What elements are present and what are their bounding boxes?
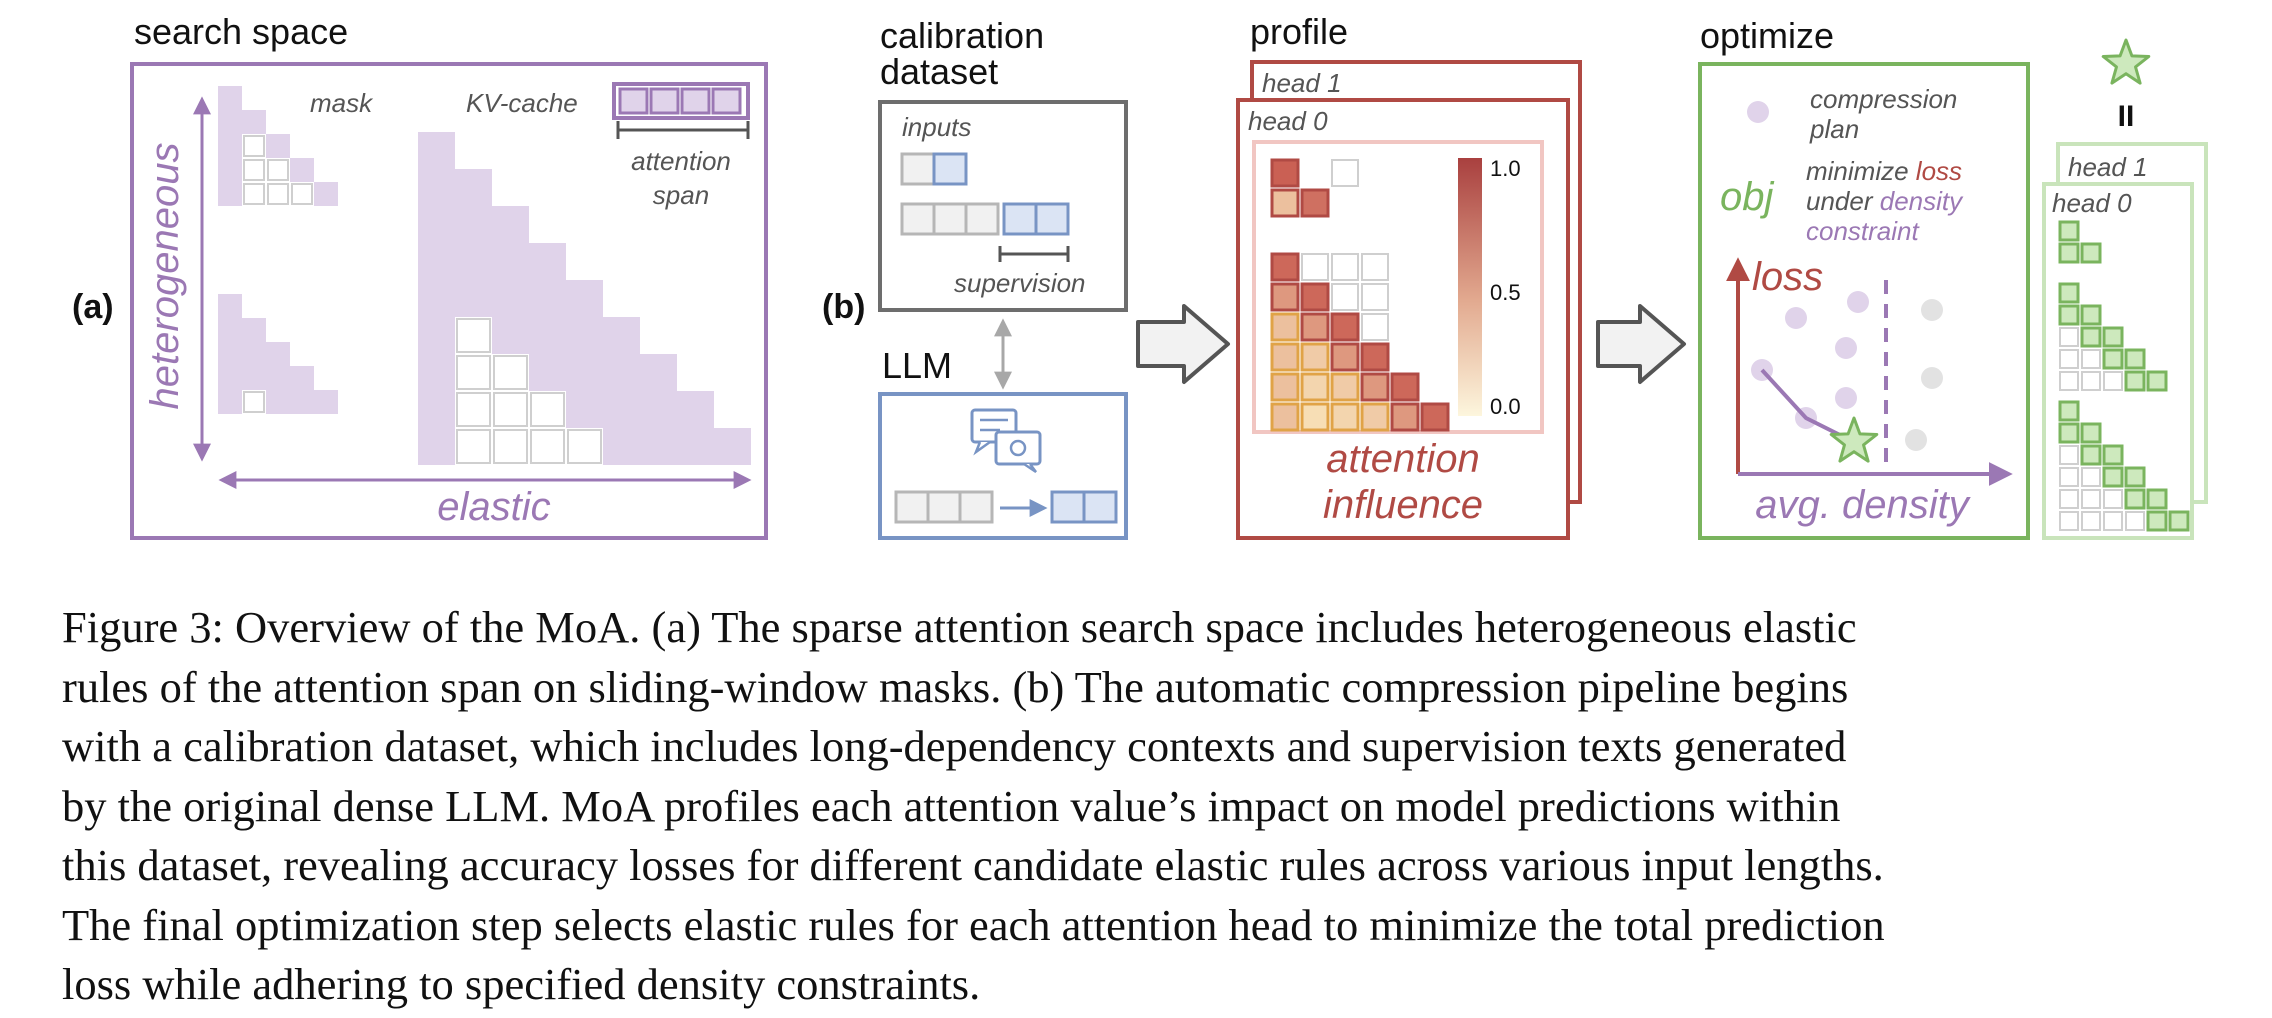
- attention-span-label-1: attention: [631, 146, 731, 176]
- colorbar-tick-mid: 0.5: [1490, 280, 1521, 305]
- profile-head1-label: head 1: [1262, 68, 1342, 98]
- profile-small-heatmap: [1270, 158, 1359, 218]
- attention-influence-label-2: influence: [1323, 483, 1483, 527]
- search-space-frame: [130, 62, 768, 540]
- plan-point: [1847, 291, 1869, 313]
- calibration-title-2: dataset: [880, 51, 998, 92]
- moa-overview-figure: (a) search space mask KV-cache attention…: [72, 11, 2208, 540]
- colorbar-tick-top: 1.0: [1490, 156, 1521, 181]
- result-mask-small: [2058, 220, 2102, 264]
- elastic-label: elastic: [437, 485, 550, 529]
- optimal-star-icon: [1829, 416, 1879, 463]
- mask-label: mask: [310, 88, 374, 118]
- heterogeneous-label: heterogeneous: [143, 143, 187, 410]
- caption-line: The final optimization step selects elas…: [62, 899, 1885, 950]
- profile-title: profile: [1250, 11, 1348, 52]
- panel-b-tag: (b): [822, 288, 865, 326]
- obj-label: obj: [1720, 175, 1774, 219]
- equals-symbol: II: [2118, 100, 2135, 133]
- llm-box: [878, 392, 1128, 540]
- optimize-box: [1698, 62, 2030, 540]
- objective-line-2: under density: [1806, 186, 1964, 216]
- optimize-title: optimize: [1700, 15, 1834, 56]
- objective-line-3: constraint: [1806, 216, 1920, 246]
- panel-a-tag: (a): [72, 288, 114, 326]
- figure-caption: Figure 3: Overview of the MoA. (a) The s…: [62, 598, 2222, 1015]
- mask-grid-bottom: [218, 294, 338, 414]
- chat-gear-icon: [970, 408, 1042, 474]
- result-head1-label: head 1: [2068, 152, 2148, 182]
- legend-dot: [1747, 101, 1769, 123]
- plan-point: [1785, 307, 1807, 329]
- attention-influence-label-1: attention: [1326, 437, 1479, 481]
- arrow-right-icon: [1136, 304, 1230, 384]
- panel-b: (b) calibration dataset inputs supervisi…: [822, 11, 2208, 540]
- caption-line: by the original dense LLM. MoA profiles …: [62, 780, 1841, 831]
- result-star-icon: [2101, 38, 2151, 85]
- colorbar-tick-bottom: 0.0: [1490, 394, 1521, 419]
- caption-line: Figure 3: Overview of the MoA. (a) The s…: [62, 602, 1857, 652]
- caption-line: with a calibration dataset, which includ…: [62, 721, 1847, 771]
- kvcache-strip: [612, 82, 750, 120]
- supervision-label: supervision: [954, 268, 1086, 298]
- profile-inner-frame: [1252, 140, 1544, 434]
- result-head0-label: head 0: [2052, 188, 2132, 218]
- llm-token-row: [894, 490, 1118, 524]
- loss-axis-label: loss: [1752, 255, 1823, 299]
- caption-line: this dataset, revealing accuracy losses …: [62, 840, 1884, 890]
- llm-title: LLM: [882, 345, 952, 386]
- panel-a: (a) search space mask KV-cache attention…: [72, 11, 768, 540]
- caption-line: rules of the attention span on sliding-w…: [62, 661, 1849, 712]
- objective-line-1: minimize loss: [1806, 156, 1962, 186]
- profile-large-heatmap: [1270, 252, 1450, 432]
- plan-point-infeasible: [1921, 299, 1943, 321]
- profile-head0-label: head 0: [1248, 106, 1328, 136]
- calibration-dataset-box: [878, 100, 1128, 312]
- inputs-supervision-row: [900, 202, 1070, 236]
- mask-grid-top: [218, 86, 338, 206]
- density-axis-label: avg. density: [1755, 483, 1971, 527]
- inputs-label: inputs: [902, 112, 971, 142]
- result-mask-large: [2058, 400, 2190, 532]
- plan-point-infeasible: [1905, 429, 1927, 451]
- plan-point: [1835, 337, 1857, 359]
- profile-colorbar: [1458, 158, 1482, 416]
- attention-span-label-2: span: [653, 180, 709, 210]
- kvcache-label: KV-cache: [466, 88, 578, 118]
- arrow-right-icon-2: [1596, 304, 1686, 384]
- legend-text-2: plan: [1809, 114, 1859, 144]
- search-space-title: search space: [134, 11, 348, 52]
- result-mask-medium: [2058, 282, 2168, 392]
- plan-point: [1835, 387, 1857, 409]
- calibration-title-1: calibration: [880, 15, 1044, 56]
- plan-point-infeasible: [1921, 367, 1943, 389]
- caption-line: loss while adhering to specified density…: [62, 959, 981, 1009]
- inputs-token-row: [900, 152, 968, 186]
- mask-grid-large: [418, 132, 751, 465]
- legend-text-1: compression: [1810, 84, 1957, 114]
